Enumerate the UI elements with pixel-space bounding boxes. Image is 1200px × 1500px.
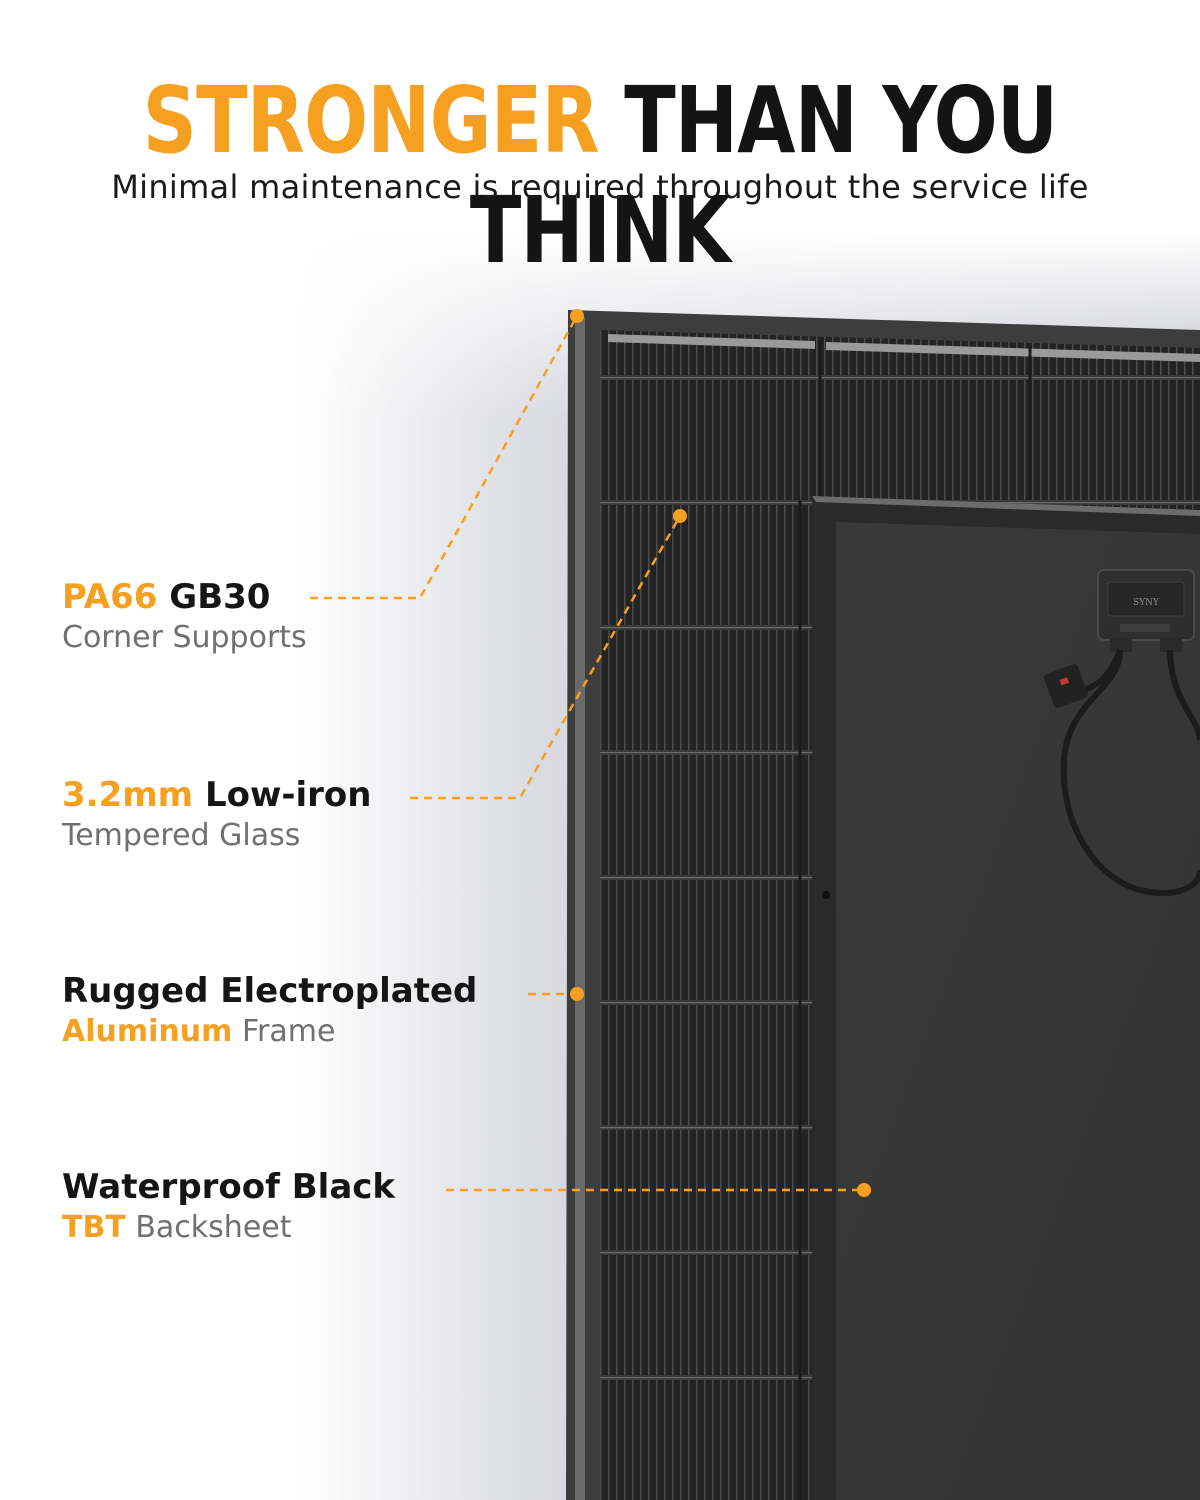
callout-tempered-glass: 3.2mm Low-iron Tempered Glass — [62, 774, 371, 854]
dot-corner-supports — [570, 309, 584, 323]
headline-accent: STRONGER — [142, 67, 600, 174]
dot-tempered-glass — [673, 509, 687, 523]
dot-aluminum-frame — [570, 987, 584, 1001]
callout-title: PA66 GB30 — [62, 576, 307, 619]
callout-subtitle-text: Frame — [241, 1013, 336, 1049]
callout-title-text: Low-iron — [204, 775, 372, 815]
callout-dots — [570, 309, 871, 1197]
leader-tempered-glass — [410, 515, 682, 800]
top-glare-left — [608, 334, 815, 349]
mounting-hole — [822, 891, 830, 899]
callout-subtitle-text: Backsheet — [135, 1209, 292, 1245]
callout-accent: Aluminum — [62, 1013, 233, 1049]
callout-corner-supports: PA66 GB30 Corner Supports — [62, 576, 307, 656]
callout-title: Rugged Electroplated — [62, 971, 478, 1011]
callout-accent: 3.2mm — [62, 775, 194, 815]
callout-lines — [310, 315, 864, 1192]
back-panel-frame-highlight — [812, 496, 1200, 516]
top-glare-right — [826, 342, 1200, 362]
mc4-connector — [1044, 664, 1088, 708]
backsheet — [836, 522, 1200, 1500]
frame-edge-highlight — [575, 315, 585, 1500]
callout-accent: TBT — [62, 1209, 126, 1245]
leader-corner-supports — [310, 315, 579, 600]
callout-subtitle: Corner Supports — [62, 619, 307, 655]
headline-rest: THAN YOU THINK — [469, 67, 1058, 284]
subtitle: Minimal maintenance is required througho… — [111, 168, 1089, 206]
cable — [1167, 649, 1200, 741]
callout-aluminum-frame: Rugged Electroplated Aluminum Frame — [62, 970, 477, 1050]
callout-title-text: GB30 — [169, 577, 271, 617]
cable — [1060, 649, 1200, 896]
callout-accent: PA66 — [62, 577, 158, 617]
headline: STRONGER THAN YOU THINK — [108, 66, 1092, 286]
junction-box-brand: SYNY — [1133, 598, 1160, 608]
callout-subtitle: Aluminum Frame — [62, 1013, 477, 1051]
callout-backsheet: Waterproof Black TBT Backsheet — [62, 1166, 395, 1246]
callout-title: Waterproof Black — [62, 1167, 396, 1207]
callout-subtitle: TBT Backsheet — [62, 1209, 395, 1247]
callout-subtitle: Tempered Glass — [62, 817, 301, 853]
dot-backsheet — [857, 1183, 871, 1197]
junction-box: SYNY — [1097, 569, 1195, 652]
callout-title: 3.2mm Low-iron — [62, 774, 371, 817]
